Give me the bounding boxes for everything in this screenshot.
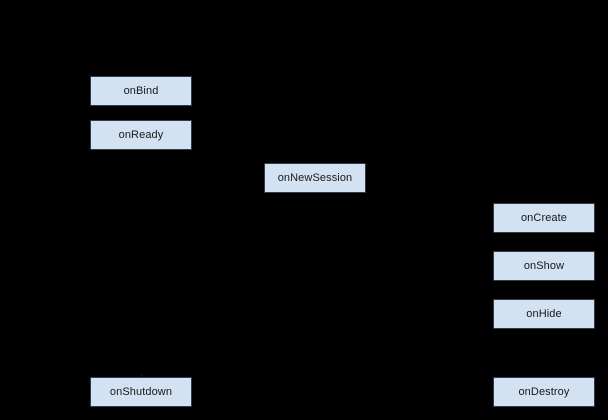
node-on-ready-label: onReady bbox=[118, 128, 164, 141]
node-on-destroy[interactable]: onDestroy bbox=[493, 377, 595, 407]
node-on-shutdown-label: onShutdown bbox=[109, 385, 173, 398]
node-on-create-label: onCreate bbox=[520, 211, 568, 224]
arrowhead-artifact-on-shutdown bbox=[141, 374, 142, 377]
node-on-show-label: onShow bbox=[523, 259, 565, 272]
node-on-bind-label: onBind bbox=[123, 84, 159, 97]
node-on-shutdown[interactable]: onShutdown bbox=[90, 377, 192, 407]
node-on-hide[interactable]: onHide bbox=[493, 299, 595, 329]
node-on-show[interactable]: onShow bbox=[493, 251, 595, 281]
node-on-new-session[interactable]: onNewSession bbox=[264, 163, 366, 193]
node-on-new-session-label: onNewSession bbox=[277, 171, 353, 184]
node-on-create[interactable]: onCreate bbox=[493, 203, 595, 233]
node-on-bind[interactable]: onBind bbox=[90, 76, 192, 106]
node-on-ready[interactable]: onReady bbox=[90, 120, 192, 150]
node-on-destroy-label: onDestroy bbox=[518, 385, 570, 398]
node-on-hide-label: onHide bbox=[526, 307, 562, 320]
